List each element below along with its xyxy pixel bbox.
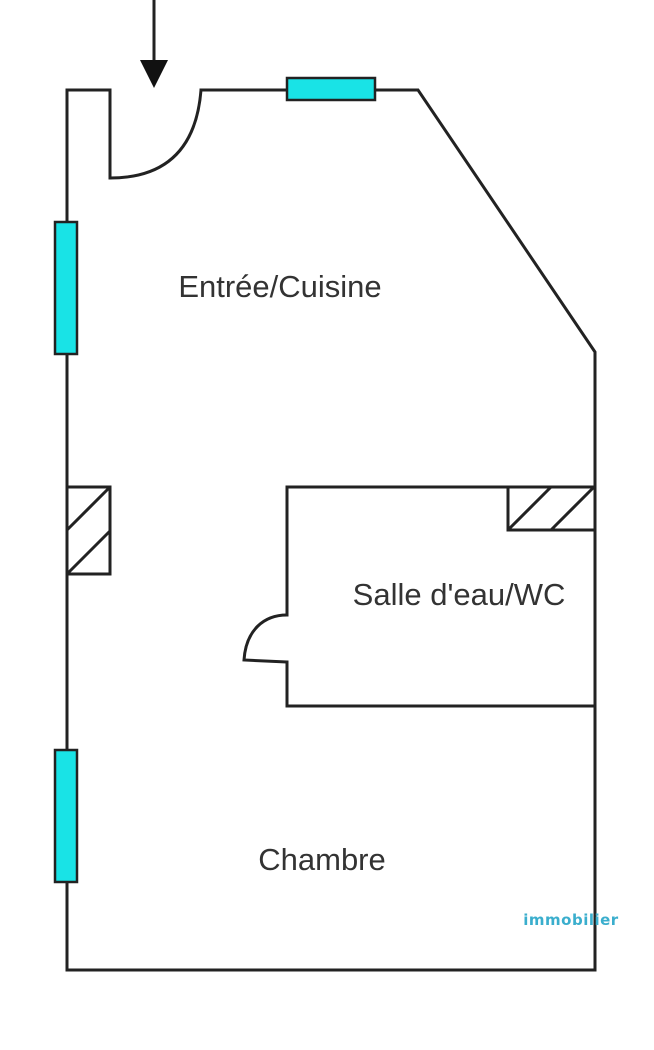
bathroom-walls [285, 485, 597, 708]
window-left-lower [53, 748, 79, 884]
window-top [285, 76, 377, 102]
entrance-door [109, 89, 203, 180]
room-label-salle-eau-wc: Salle d'eau/WC [353, 577, 566, 612]
bathroom-wall-lower [285, 660, 597, 708]
windows [53, 76, 377, 884]
entrance-arrow-icon [140, 0, 168, 88]
bathroom-door [242, 613, 288, 664]
bathroom-wall-upper [285, 485, 597, 617]
room-label-chambre: Chambre [258, 842, 386, 877]
duct-bathroom [506, 485, 597, 532]
room-label-entree-cuisine: Entrée/Cuisine [178, 269, 381, 304]
duct-left [65, 485, 112, 576]
window-left-upper [53, 220, 79, 356]
watermark: immobilier [523, 911, 619, 929]
